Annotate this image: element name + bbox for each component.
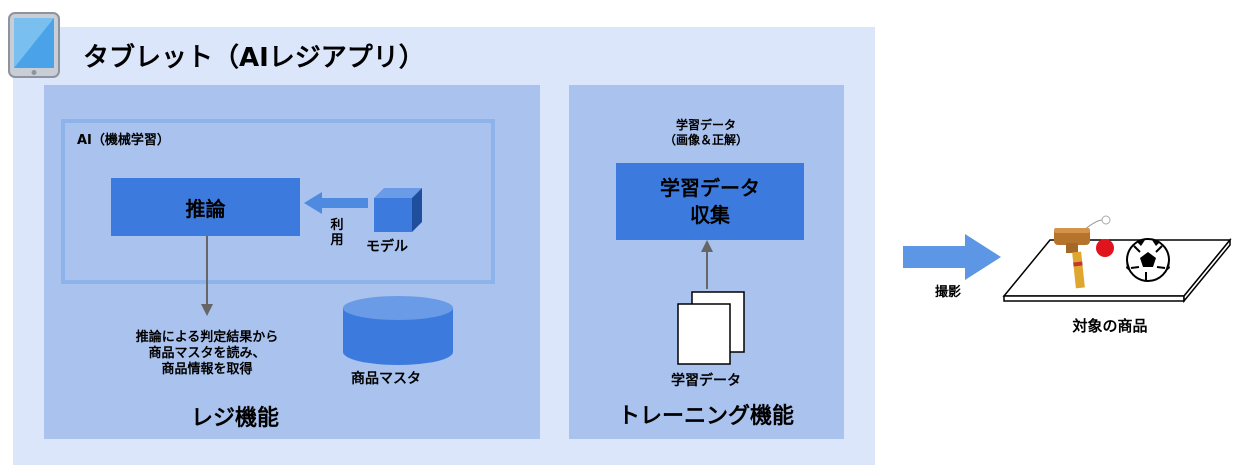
inference-box: 推論: [111, 178, 300, 236]
cube-icon: [374, 188, 422, 232]
collect-box: 学習データ 収集: [616, 163, 804, 240]
register-panel: [44, 85, 540, 439]
target-label: 対象の商品: [1072, 317, 1148, 335]
collect-line-2: 収集: [690, 202, 730, 227]
training-data-caption-line-2: （画像＆正解）: [663, 133, 749, 147]
result-line-3: 商品情報を取得: [161, 362, 253, 377]
result-arrow: [201, 236, 213, 316]
tablet-title: タブレット（AIレジアプリ）: [83, 43, 425, 73]
training-data-caption-line-1: 学習データ: [675, 118, 737, 132]
use-label: 利用: [330, 218, 344, 248]
shoot-label: 撮影: [935, 285, 962, 300]
products-scene: [1002, 215, 1232, 304]
collect-line-1: 学習データ: [660, 175, 760, 200]
soccer-ball-icon: [1126, 238, 1170, 282]
use-arrow: [304, 192, 368, 214]
model-label: モデル: [366, 239, 408, 255]
database-icon: [343, 296, 453, 365]
kendama-icon: [1054, 215, 1114, 289]
training-data-label: 学習データ: [671, 373, 741, 389]
tablet-icon: [8, 12, 60, 78]
result-line-1: 推論による判定結果から: [135, 330, 279, 345]
training-title: トレーニング機能: [617, 404, 795, 429]
ai-label: AI（機械学習）: [77, 133, 170, 148]
register-title: レジ機能: [190, 406, 280, 431]
inference-label: 推論: [185, 196, 226, 221]
training-data-caption: 学習データ （画像＆正解）: [664, 118, 748, 148]
result-line-2: 商品マスタを読み、: [148, 346, 266, 361]
capture-arrow: [903, 234, 1001, 280]
collect-arrow: [701, 240, 713, 289]
master-label: 商品マスタ: [351, 371, 421, 387]
ai-box: [61, 119, 495, 284]
document-stack-icon: [677, 291, 745, 365]
result-text: 推論による判定結果から 商品マスタを読み、 商品情報を取得: [107, 330, 307, 378]
